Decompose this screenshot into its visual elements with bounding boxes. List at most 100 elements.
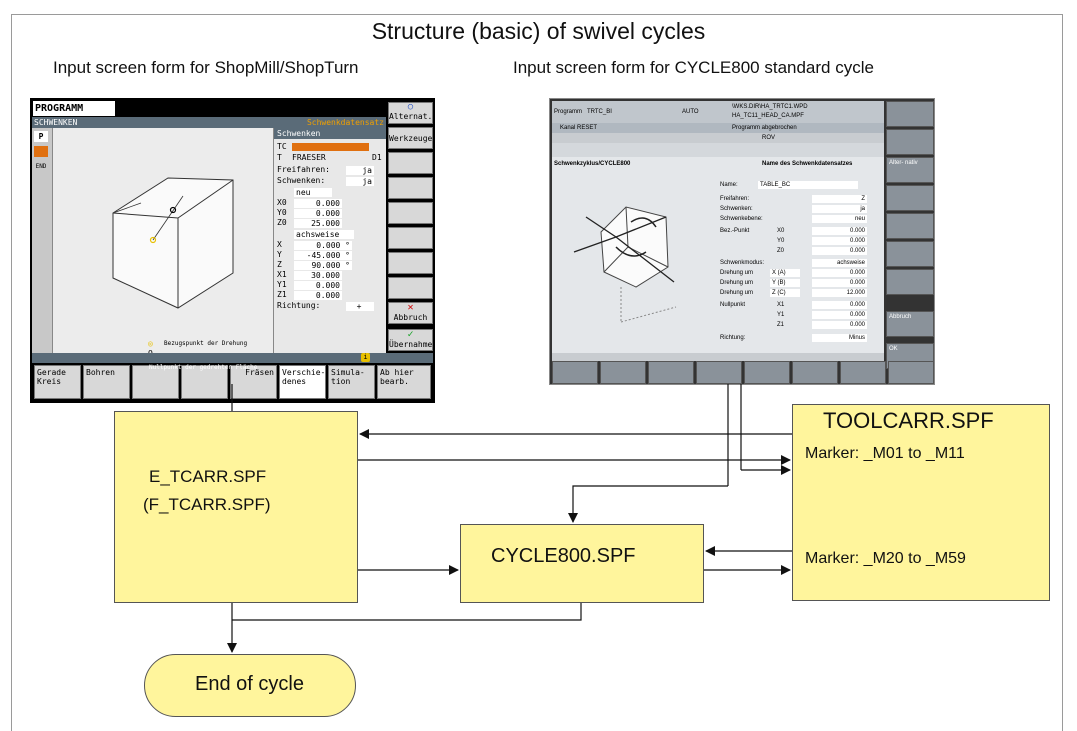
c8-schwenkmodus-field[interactable]: achsweise [812,259,867,267]
c8-x1-field[interactable]: 0.000 [812,301,867,309]
c8-bottom-softkey-7[interactable] [840,361,886,384]
softkey-simulation[interactable]: Simula- tion [328,365,375,399]
c8-bottom-softkey-8[interactable] [888,361,934,384]
z1-field[interactable]: 0.000 [294,291,342,300]
c8-softkey-alternativ[interactable]: Alter- nativ [886,157,934,183]
row-x-label: X [277,240,282,249]
c8-rot-z-field[interactable]: 12.000 [812,289,867,297]
c8-softkey-4[interactable] [886,185,934,211]
softkey-ab-hier-bearb[interactable]: Ab hier bearb. [377,365,431,399]
shopmill-program-label: PROGRAMM [33,101,115,116]
etcarr-label: E_TCARR.SPF [149,467,267,486]
c8-softkey-1[interactable] [886,101,934,127]
softkey-abbruch-label: Abbruch [393,313,428,322]
c8-bottom-softkey-5[interactable] [744,361,790,384]
row-y1-label: Y1 [277,280,287,289]
c8-freifahren-field[interactable]: Z [812,195,867,203]
c8-x0-field[interactable]: 0.000 [812,227,867,235]
c8-row-0-label: Name: [720,182,738,188]
c8-schwenken-field[interactable]: ja [812,205,867,213]
shopmill-status-bar: i [32,353,433,363]
softkey-empty-4[interactable] [388,177,433,199]
c8-row-1-label: Freifahren: [720,196,750,202]
etcarr-box: E_TCARR.SPF (F_TCARR.SPF) [114,411,358,603]
softkey-empty-5[interactable] [388,202,433,224]
header-program-name: TRTC_BI [587,109,612,115]
softkey-empty-7[interactable] [388,252,433,274]
row-tc-label: TC [277,142,287,151]
x1-field[interactable]: 30.000 [294,271,342,280]
row-x0-label: X0 [277,198,287,207]
c8-row-2-label: Schwenken: [720,206,753,212]
c8-softkey-6[interactable] [886,241,934,267]
row-schwenken-label: Schwenken: [277,176,326,185]
shopmill-parameter-panel: Schwenken TC T FRAESER D1 Freifahren: ja… [273,128,386,353]
header-path-2: HA_TC11_HEAD_CA.MPF [732,113,804,119]
plane-mode-field[interactable]: neu [294,188,332,197]
y-angle-field[interactable]: -45.000 ° [294,251,352,260]
c8-rot-y-field[interactable]: 0.000 [812,279,867,287]
c8-bottom-softkey-3[interactable] [648,361,694,384]
softkey-bottom-empty-3[interactable] [132,365,179,399]
c8-bottom-softkey-2[interactable] [600,361,646,384]
c8-row-9-label: Drehung um [720,280,754,286]
arrow-screen-to-cycle800 [568,485,728,523]
softkey-empty-8[interactable] [388,277,433,299]
swivel-mode-field[interactable]: achsweise [294,230,354,239]
row-t-label: T [277,153,282,162]
y1-field[interactable]: 0.000 [294,281,342,290]
diagram-frame [11,14,1063,731]
c8-y1-field[interactable]: 0.000 [812,311,867,319]
schwenken-field[interactable]: ja [346,177,374,186]
cycle800-label: CYCLE800.SPF [491,545,636,567]
row-t-value[interactable]: FRAESER [292,153,326,162]
channel-status: Kanal RESET [560,125,598,131]
c8-softkey-5[interactable] [886,213,934,239]
c8-name-field[interactable]: TABLE_BC [758,181,858,189]
shopmill-drawing-area: ◎ Bezugspunkt der Drehung O [53,128,273,358]
cube-drawing [112,177,234,309]
softkey-abbruch[interactable]: ✕ Abbruch [388,302,433,324]
c8-softkey-7[interactable] [886,269,934,295]
rov-bar: ROV [552,133,884,143]
cycle800-box: CYCLE800.SPF [460,524,704,603]
softkey-werkzeuge[interactable]: Werkzeuge [388,127,433,149]
softkey-alternat[interactable]: ○ Alternat. [388,102,433,124]
softkey-fraesen[interactable]: Fräsen [230,365,277,399]
c8-softkey-abbruch[interactable]: Abbruch [886,311,934,337]
z-angle-field[interactable]: 90.000 ° [294,261,352,270]
c8-schwenkebene-field[interactable]: neu [812,215,867,223]
header-program-label: Programm [554,109,583,115]
c8-row-8-axis: X (A) [770,269,800,277]
toolcarr-title: TOOLCARR.SPF [823,408,994,433]
softkey-bottom-empty-4[interactable] [181,365,228,399]
softkey-empty-3[interactable] [388,152,433,174]
c8-rot-x-field[interactable]: 0.000 [812,269,867,277]
c8-y0-field[interactable]: 0.000 [812,237,867,245]
c8-z1-field[interactable]: 0.000 [812,321,867,329]
z0-field[interactable]: 25.000 [294,219,342,228]
freifahren-field[interactable]: ja [346,166,374,175]
softkey-verschiedenes[interactable]: Verschie- denes [279,365,326,399]
c8-softkey-2[interactable] [886,129,934,155]
y0-field[interactable]: 0.000 [294,209,342,218]
program-status: Programm abgebrochen [732,125,797,131]
softkey-uebernahme[interactable]: ✓ Übernahme [388,329,433,351]
c8-bottom-softkey-6[interactable] [792,361,838,384]
c8-row-8-label: Drehung um [720,270,754,276]
softkey-bohren[interactable]: Bohren [83,365,130,399]
direction-field[interactable]: + [346,302,374,311]
softkey-empty-6[interactable] [388,227,433,249]
c8-bottom-softkey-4[interactable] [696,361,742,384]
softkey-gerade-kreis[interactable]: Gerade Kreis [34,365,81,399]
legend-zero-point: Nullpunkt der gedrehten Fläche [149,364,258,371]
alternat-icon: ○ [407,102,414,112]
c8-row-9-axis: Y (B) [770,279,800,287]
c8-bottom-softkey-1[interactable] [552,361,598,384]
x-angle-field[interactable]: 0.000 ° [294,241,352,250]
c8-z0-field[interactable]: 0.000 [812,247,867,255]
tc-value-field[interactable] [292,143,369,151]
c8-richtung-field[interactable]: Minus [812,334,867,342]
x0-field[interactable]: 0.000 [294,199,342,208]
